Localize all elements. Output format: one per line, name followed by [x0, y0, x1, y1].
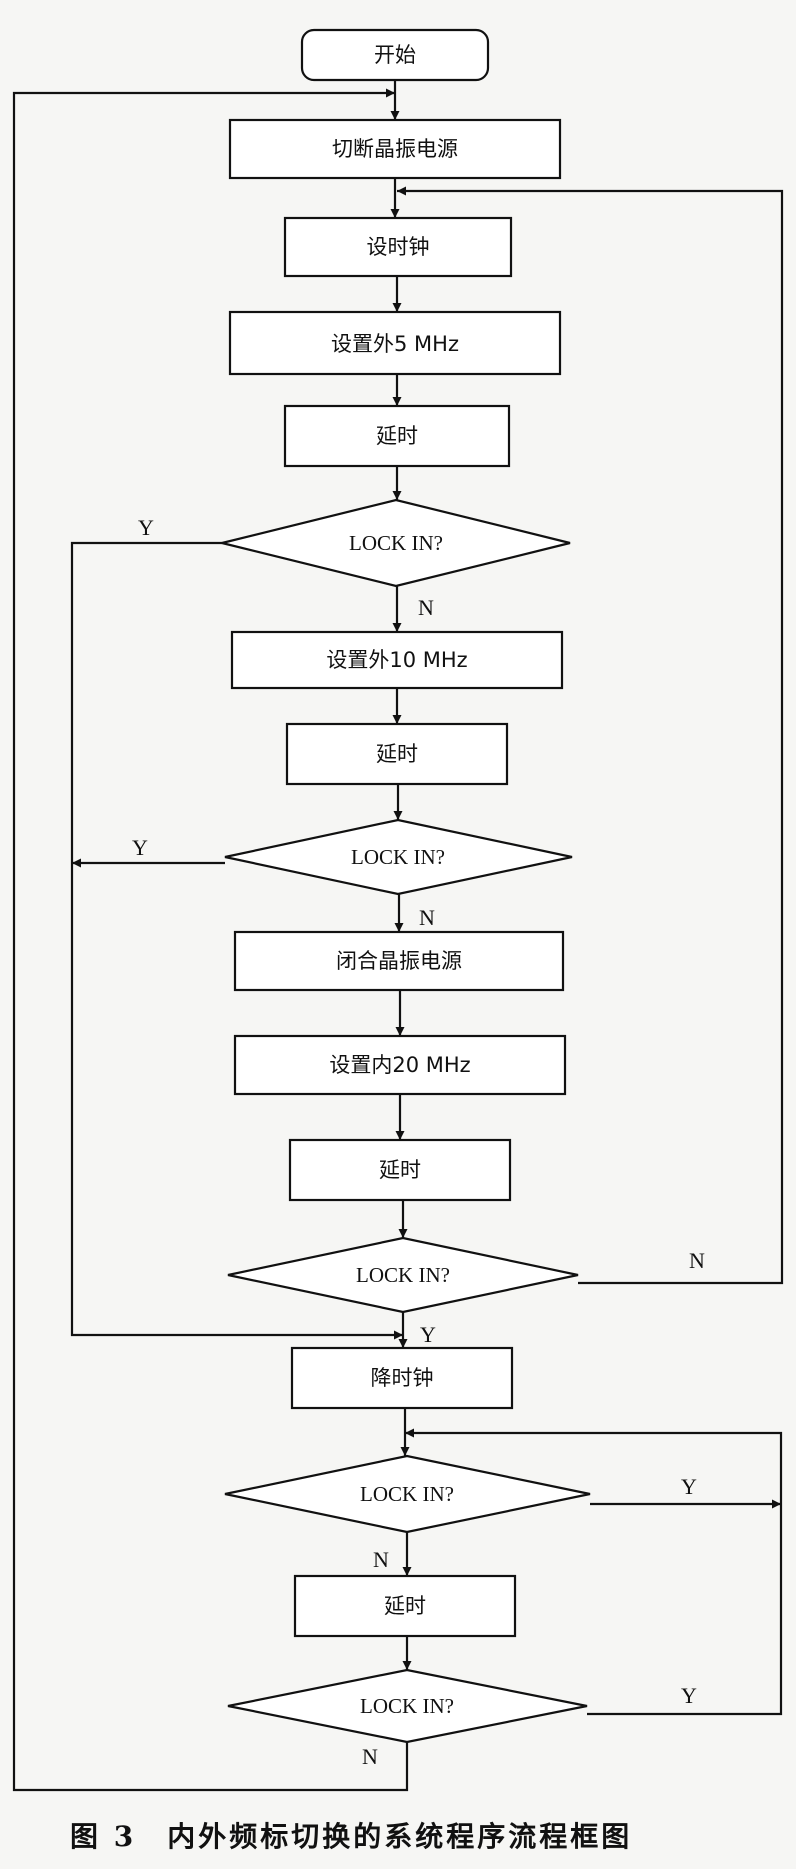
delay2-label: 延时 [376, 742, 418, 766]
lock3-yes-label: Y [420, 1322, 436, 1347]
lock2-decision: LOCK IN? [224, 818, 573, 896]
cut-power-step: 切断晶振电源 [228, 118, 562, 180]
lock4-no-label: N [373, 1547, 389, 1572]
set-int20-label: 设置内20 MHz [329, 1053, 470, 1077]
lock4-yes-label: Y [681, 1474, 697, 1499]
delay3-step: 延时 [288, 1138, 512, 1202]
set-ext10-step: 设置外10 MHz [230, 630, 564, 690]
close-power-label: 闭合晶振电源 [336, 949, 462, 973]
delay2-step: 延时 [285, 722, 509, 786]
lock5-yes-label: Y [681, 1683, 697, 1708]
lock3-no-label: N [689, 1248, 705, 1273]
start-label: 开始 [374, 43, 416, 67]
set-clock-label: 设时钟 [367, 235, 430, 259]
delay3-label: 延时 [379, 1158, 421, 1182]
lock2-no-label: N [419, 905, 435, 930]
lock3-label: LOCK IN? [356, 1263, 450, 1287]
lock2-yes-label: Y [132, 835, 148, 860]
edge-lock5-no-loop [12, 88, 409, 1792]
delay4-label: 延时 [384, 1594, 426, 1618]
lock3-decision: LOCK IN? [227, 1236, 579, 1314]
lock1-no-label: N [418, 595, 434, 620]
lock4-label: LOCK IN? [360, 1482, 454, 1506]
close-power-step: 闭合晶振电源 [233, 930, 565, 992]
edge-lock5-yes-loop [405, 1428, 783, 1716]
lock1-label: LOCK IN? [349, 531, 443, 555]
lock1-decision: LOCK IN? [221, 498, 571, 588]
set-int20-step: 设置内20 MHz [233, 1034, 567, 1096]
flow-edges [12, 80, 784, 1792]
edge-lock3-no-loop [397, 186, 784, 1285]
lock1-yes-label: Y [138, 515, 154, 540]
lock5-label: LOCK IN? [360, 1694, 454, 1718]
set-clock-step: 设时钟 [283, 216, 513, 278]
edge-labels: Y N Y N N Y Y N Y N [132, 515, 705, 1769]
edge-lock1-yes [70, 541, 403, 1340]
cut-power-label: 切断晶振电源 [332, 137, 458, 161]
lock5-decision: LOCK IN? [227, 1668, 588, 1744]
lower-clock-label: 降时钟 [371, 1366, 434, 1390]
start-node: 开始 [300, 28, 490, 82]
lock4-decision: LOCK IN? [224, 1454, 591, 1534]
set-ext10-label: 设置外10 MHz [326, 648, 467, 672]
set-ext5-label: 设置外5 MHz [331, 332, 459, 356]
lock2-label: LOCK IN? [351, 845, 445, 869]
lower-clock-step: 降时钟 [290, 1346, 514, 1410]
set-ext5-step: 设置外5 MHz [228, 310, 562, 376]
delay4-step: 延时 [293, 1574, 517, 1638]
lock5-no-label: N [362, 1744, 378, 1769]
delay1-label: 延时 [376, 424, 418, 448]
figure-caption: 图 3 内外频标切换的系统程序流程框图 [70, 1820, 632, 1853]
delay1-step: 延时 [283, 404, 511, 468]
